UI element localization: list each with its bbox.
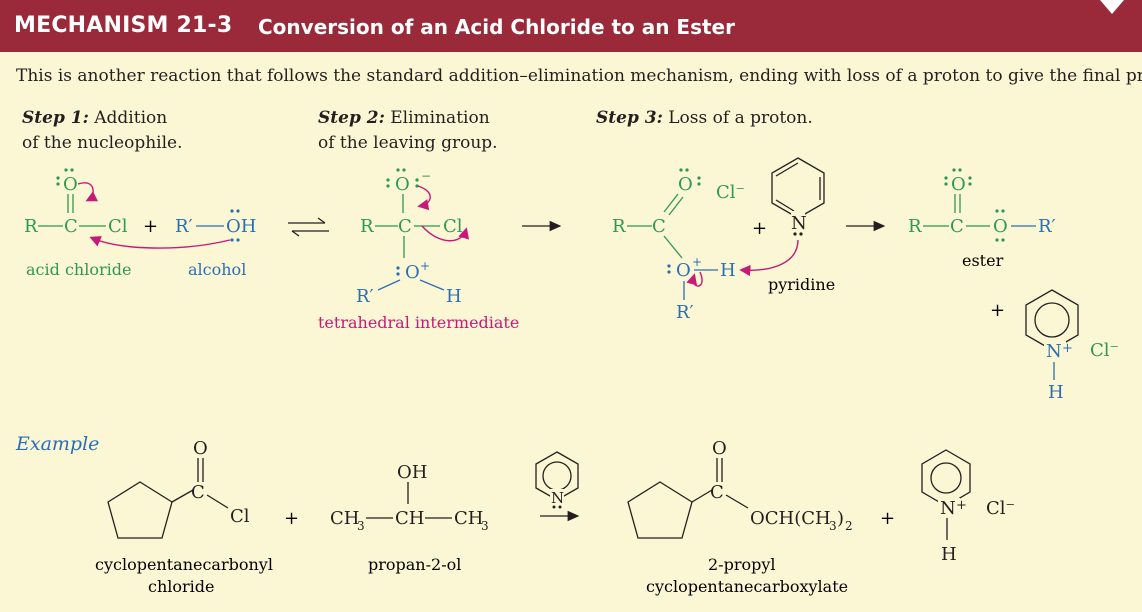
mechanism-title: Conversion of an Acid Chloride to an Est… [258, 15, 735, 39]
step-1-line2: of the nucleophile. [22, 133, 183, 153]
ester-label: ester [962, 251, 1004, 270]
svg-text:C: C [710, 482, 724, 503]
svg-text:N: N [1046, 341, 1062, 362]
step-3-line1: Loss of a proton. [668, 108, 813, 128]
svg-text:O: O [993, 216, 1008, 237]
alcohol-structure: R′ OH [175, 209, 256, 242]
svg-text:Cl: Cl [230, 506, 250, 527]
mechanism-number: MECHANISM 21-3 [14, 13, 233, 38]
svg-text:O: O [678, 174, 693, 195]
svg-text:R′: R′ [676, 302, 694, 323]
svg-text:CH: CH [330, 508, 359, 529]
alcohol-label: alcohol [188, 260, 246, 279]
tetrahedral-intermediate: O − R C Cl O + R′ H [356, 168, 463, 307]
svg-text:O: O [951, 174, 966, 195]
ester-structure: O R C O R′ [908, 168, 1056, 242]
svg-text:OH: OH [397, 462, 427, 483]
svg-text:OH: OH [226, 216, 256, 237]
acid-chloride-structure: O R C Cl [24, 168, 128, 237]
product-name-1: 2-propyl [708, 555, 776, 574]
svg-text:C: C [398, 216, 412, 237]
protonated-ester: O R C O + H R′ Cl⁻ [612, 168, 745, 323]
cyclopentanecarbonyl-chloride: C O Cl [107, 438, 250, 539]
svg-text:O: O [193, 438, 208, 459]
svg-text:R′: R′ [356, 286, 374, 307]
step-2-line2: of the leaving group. [318, 133, 498, 153]
svg-text:H: H [1048, 382, 1064, 403]
product-name-2: cyclopentanecarboxylate [646, 577, 848, 596]
svg-text:Cl⁻: Cl⁻ [1090, 340, 1119, 361]
svg-text:OCH(CH: OCH(CH [750, 508, 831, 529]
svg-text:R: R [908, 216, 922, 237]
plus-sign: + [143, 216, 158, 237]
mechanism-header: MECHANISM 21-3 Conversion of an Acid Chl… [0, 0, 1142, 52]
pyridinium-chloride-byproduct: N + H Cl⁻ [921, 449, 1015, 565]
svg-text:): ) [837, 508, 844, 529]
svg-text:+: + [692, 255, 702, 269]
step-1-line1: Addition [94, 108, 168, 128]
tetrahedral-label: tetrahedral intermediate [318, 313, 519, 332]
svg-text:Cl⁻: Cl⁻ [986, 498, 1015, 519]
svg-text:R: R [612, 216, 626, 237]
svg-text:C: C [191, 482, 205, 503]
svg-text:C: C [652, 216, 666, 237]
chloride-ion: Cl⁻ [716, 182, 745, 203]
svg-text:+: + [990, 300, 1005, 321]
pyridine-label: pyridine [768, 275, 835, 294]
svg-text:O: O [395, 174, 410, 195]
acid-chloride-name-2: chloride [148, 577, 215, 596]
svg-text:+: + [420, 259, 430, 273]
pyridine-structure: N [771, 157, 825, 236]
intro-text: This is another reaction that follows th… [16, 66, 1142, 86]
svg-text:+: + [752, 218, 767, 239]
example-label: Example [15, 433, 99, 455]
carbonyl-carbon: C [64, 216, 78, 237]
svg-text:O: O [712, 438, 727, 459]
step-2-line1: Elimination [390, 108, 490, 128]
pyridinium-chloride: N + H Cl⁻ [1025, 289, 1119, 403]
equilibrium-arrow [288, 217, 329, 237]
svg-text:O: O [676, 260, 691, 281]
svg-text:+: + [880, 508, 895, 529]
svg-text:H: H [446, 286, 462, 307]
svg-text:−: − [421, 169, 431, 183]
svg-text:3: 3 [481, 519, 489, 533]
isopropyl-ester-product: C O OCH(CH 3 ) 2 [627, 438, 853, 539]
r-group: R [24, 216, 38, 237]
pyridine-reagent: N [535, 451, 580, 522]
step-3-label: Step 3: [596, 108, 663, 128]
step-1-caption: Step 1: Addition of the nucleophile. [22, 106, 183, 156]
acid-chloride-label: acid chloride [26, 260, 131, 279]
propanol-name: propan-2-ol [368, 555, 461, 574]
svg-text:H: H [720, 260, 736, 281]
svg-text:H: H [941, 544, 957, 565]
svg-text:+: + [956, 498, 967, 513]
acyl-oxygen: O [63, 174, 78, 195]
svg-text:R′: R′ [175, 216, 193, 237]
svg-text:3: 3 [357, 519, 365, 533]
svg-text:2: 2 [845, 519, 853, 533]
svg-text:3: 3 [829, 519, 837, 533]
step-1-label: Step 1: [22, 108, 89, 128]
svg-text:N: N [791, 213, 807, 234]
svg-text:N: N [940, 498, 956, 519]
step-2-caption: Step 2: Elimination of the leaving group… [318, 106, 498, 156]
svg-text:R′: R′ [1038, 216, 1056, 237]
collapse-triangle-icon[interactable] [1100, 0, 1124, 14]
svg-text:C: C [950, 216, 964, 237]
propan-2-ol: OH CH 3 CH CH 3 [330, 462, 489, 533]
svg-text:O: O [405, 262, 420, 283]
chlorine: Cl [108, 216, 128, 237]
svg-text:R: R [360, 216, 374, 237]
svg-text:Cl: Cl [443, 216, 463, 237]
svg-text:CH: CH [395, 508, 424, 529]
step-3-caption: Step 3: Loss of a proton. [596, 106, 813, 131]
svg-text:+: + [1062, 341, 1073, 356]
step-2-label: Step 2: [318, 108, 385, 128]
svg-text:+: + [284, 508, 299, 529]
svg-text:CH: CH [454, 508, 483, 529]
svg-text:N: N [551, 489, 564, 507]
acid-chloride-name-1: cyclopentanecarbonyl [95, 555, 273, 574]
